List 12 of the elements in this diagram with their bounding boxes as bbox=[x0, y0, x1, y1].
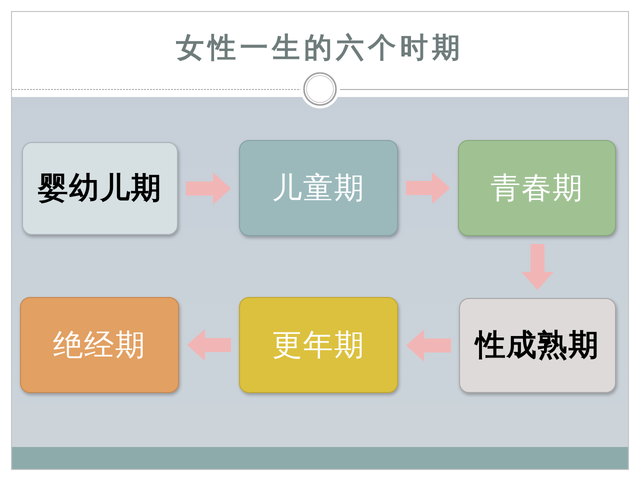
title: 女性一生的六个时期 bbox=[175, 30, 465, 66]
stage-box: 青春期 bbox=[458, 140, 616, 236]
stage-box: 绝经期 bbox=[20, 297, 179, 393]
arrow bbox=[187, 329, 231, 361]
stage-box: 更年期 bbox=[239, 297, 398, 393]
stage-box: 婴幼儿期 bbox=[22, 142, 178, 235]
arrow bbox=[186, 172, 231, 204]
arrow bbox=[406, 172, 450, 204]
arrow bbox=[522, 244, 554, 290]
stage-box: 儿童期 bbox=[239, 140, 398, 236]
arrow bbox=[406, 330, 451, 362]
stage-box: 性成熟期 bbox=[459, 298, 616, 393]
